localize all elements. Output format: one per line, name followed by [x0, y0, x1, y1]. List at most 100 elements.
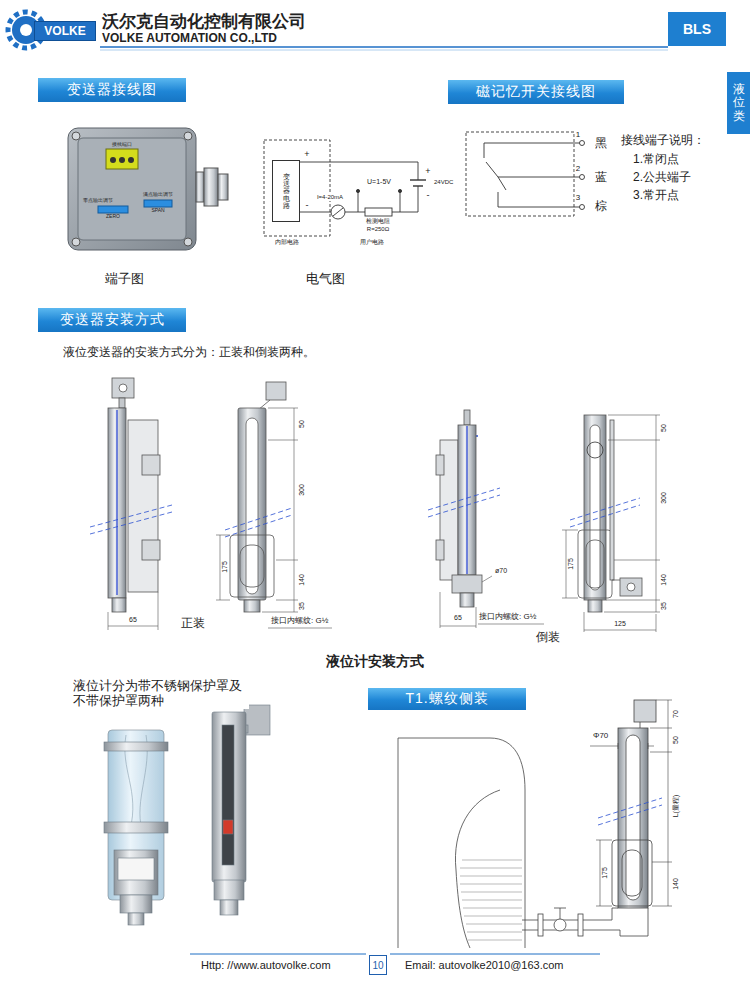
dimension-value: 35 — [298, 601, 306, 611]
terminal-box-illustration-part — [128, 157, 134, 163]
label-text: 液位计安装方式 — [325, 653, 425, 669]
electrical-wiring-part — [356, 189, 359, 192]
dimension-value: 50 — [660, 423, 668, 433]
gauge-photo-steel-part — [212, 712, 246, 882]
logo-badge: VOLKE — [34, 21, 96, 41]
terminal-box-illustration-part — [98, 206, 128, 213]
label-text: 24VDC — [433, 179, 454, 186]
inverted-front-view-part — [627, 583, 635, 591]
footer-rule — [190, 954, 600, 955]
upright-side-view-part — [142, 455, 160, 475]
terminal-box-illustration-part — [196, 172, 204, 202]
switch-wiring-part — [580, 141, 585, 146]
switch-wiring — [466, 132, 585, 216]
upright-side-view-part — [108, 592, 158, 630]
upright-front-view-part — [238, 408, 266, 600]
switch-wiring-part — [580, 205, 585, 210]
inverted-side-view-part — [436, 540, 444, 560]
label-text: 倒装 — [535, 631, 561, 645]
label-text: ø70 — [494, 567, 508, 575]
inverted-front-view-part — [604, 415, 660, 612]
section-band: 磁记忆开关接线图 — [448, 80, 624, 104]
terminal-box-illustration — [68, 128, 228, 250]
label-text: 接线端口 — [112, 142, 132, 148]
upright-side-view — [90, 378, 172, 630]
terminal-box-illustration-part — [184, 132, 192, 140]
inverted-front-view-part — [570, 498, 640, 527]
upright-side-view-part — [142, 540, 160, 560]
inverted-front-view-part — [620, 578, 642, 596]
inverted-side-view-part — [460, 593, 474, 607]
upright-front-view-part — [216, 535, 230, 600]
upright-front-view-part — [262, 408, 298, 612]
side-mount-figure-part — [634, 700, 656, 722]
upright-side-view-part — [116, 410, 118, 595]
gauge-photo-glass-part — [104, 742, 168, 751]
section-band-text: 变送器安装方式 — [60, 311, 165, 329]
label-text: 零点输出调节 — [83, 198, 113, 204]
upright-front-view — [216, 382, 332, 628]
inverted-front-view-part — [578, 530, 612, 598]
upright-side-view-part — [119, 398, 125, 408]
gauge-photo-steel-part — [223, 820, 233, 834]
gauge-photo-steel — [212, 705, 270, 915]
side-mount-figure-part — [640, 722, 641, 728]
electrical-wiring-part — [358, 192, 400, 212]
inverted-side-view-part — [464, 410, 470, 425]
gauge-photo-steel-part — [222, 725, 234, 865]
section-band-text: 磁记忆开关接线图 — [476, 83, 596, 101]
label-text: - — [426, 190, 431, 200]
label-text: 电气图 — [306, 272, 345, 287]
inverted-front-view-part — [562, 530, 578, 598]
label-text: 1 — [575, 130, 581, 139]
gauge-photo-steel-part — [220, 900, 238, 915]
label-text: ZERO — [106, 214, 120, 220]
side-mount-figure-part — [398, 738, 399, 948]
side-mount-figure-part — [650, 700, 672, 906]
electrical-wiring — [264, 140, 426, 236]
label-text: 棕 — [594, 200, 608, 214]
category-tab: 液位类 — [727, 72, 750, 134]
side-mount-figure-part — [522, 920, 620, 930]
dimension-value: 300 — [298, 483, 306, 497]
upright-front-view-part — [266, 382, 286, 400]
side-mount-figure-part — [626, 735, 640, 900]
label-text: 沃尔克自动化控制有限公司 — [102, 12, 306, 32]
inverted-side-view-part — [440, 592, 476, 628]
label-text: 液位计分为带不锈钢保护罩及 不带保护罩两种 — [72, 679, 249, 709]
dimension-value: 35 — [660, 601, 668, 611]
label-text: 液位变送器的安装方式分为：正装和倒装两种。 — [62, 346, 316, 360]
gauge-photo-steel-part — [214, 880, 244, 900]
side-mount-figure-part — [622, 850, 642, 896]
electrical-wiring-part — [300, 212, 331, 213]
electrical-wiring-part — [365, 208, 392, 216]
terminal-box-illustration-part — [68, 128, 196, 250]
section-band: T1.螺纹侧装 — [368, 688, 526, 710]
dimension-value: 140 — [660, 573, 668, 587]
label-text: 黑 — [594, 137, 608, 151]
section-band-text: T1.螺纹侧装 — [405, 690, 488, 708]
label-text: U=1-5V — [366, 178, 392, 186]
terminal-box-illustration-part — [144, 200, 172, 207]
terminal-box-illustration-part — [110, 157, 116, 163]
dimension-value: 50 — [672, 735, 680, 745]
label-text: 125 — [613, 620, 627, 628]
terminal-box-illustration-part — [204, 168, 218, 206]
inverted-front-view-part — [586, 540, 604, 588]
label-text: SPAN — [151, 208, 164, 214]
label-text: Http: //www.autovolke.com — [200, 959, 332, 972]
upright-front-view-part — [240, 545, 264, 587]
inverted-side-view — [428, 410, 544, 628]
upright-front-view-part — [244, 600, 260, 612]
footer-rule-part — [390, 954, 600, 955]
side-mount-figure-part — [590, 746, 654, 747]
label-text: Φ70 — [592, 731, 609, 740]
side-mount-figure-part — [578, 914, 583, 936]
terminal-box-illustration-part — [218, 174, 228, 200]
gauge-photo-glass — [104, 730, 168, 925]
upright-side-view-part — [112, 378, 134, 398]
inverted-front-view-part — [584, 612, 656, 632]
gauge-photo-glass-part — [104, 822, 168, 833]
transmitter-circuit-box: 变送器电路 — [272, 160, 300, 222]
header-rule — [100, 47, 668, 50]
